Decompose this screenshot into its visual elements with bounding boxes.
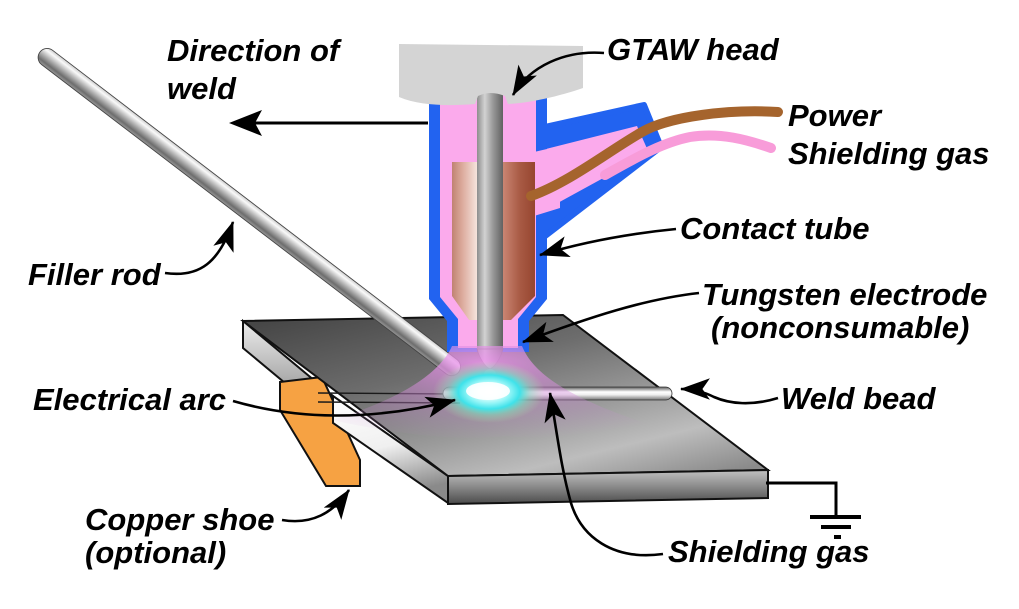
contact-tube-arrow [538, 227, 677, 257]
label-contact-tube: Contact tube [680, 211, 870, 246]
label-copper-shoe-line2: (optional) [85, 535, 227, 570]
label-weld-bead: Weld bead [781, 381, 936, 416]
filler-rod-arrow [164, 220, 235, 276]
weld-bead-arrow [679, 378, 779, 405]
ground-symbol-icon [766, 481, 861, 539]
label-shielding-gas-supply: Shielding gas [788, 136, 990, 171]
label-copper-shoe-line1: Copper shoe [85, 502, 275, 537]
gtaw-head-arrow [511, 51, 605, 96]
copper-shoe-arrow [281, 489, 351, 523]
label-direction-of-weld-line2: weld [167, 71, 236, 106]
electrical-arc-glow [433, 361, 545, 423]
tungsten-electrode [476, 88, 504, 379]
label-direction-of-weld-line1: Direction of [167, 33, 340, 68]
label-filler-rod: Filler rod [28, 257, 161, 292]
power-wire [526, 106, 783, 201]
direction-arrow-icon [229, 110, 428, 136]
shielding-gas-hose [600, 130, 776, 180]
electrical-arc-arrow [232, 396, 457, 418]
annotation-arrows [164, 51, 779, 557]
label-power: Power [788, 98, 882, 133]
label-shielding-gas-flow: Shielding gas [668, 534, 870, 569]
shielding-gas-arrow [544, 391, 664, 557]
gtaw-head [399, 44, 583, 106]
tungsten-arrow [521, 291, 700, 344]
label-tungsten-electrode-line2: (nonconsumable) [711, 310, 970, 345]
label-tungsten-electrode-line1: Tungsten electrode [702, 277, 988, 312]
label-gtaw-head: GTAW head [607, 32, 779, 67]
label-electrical-arc: Electrical arc [33, 382, 227, 417]
